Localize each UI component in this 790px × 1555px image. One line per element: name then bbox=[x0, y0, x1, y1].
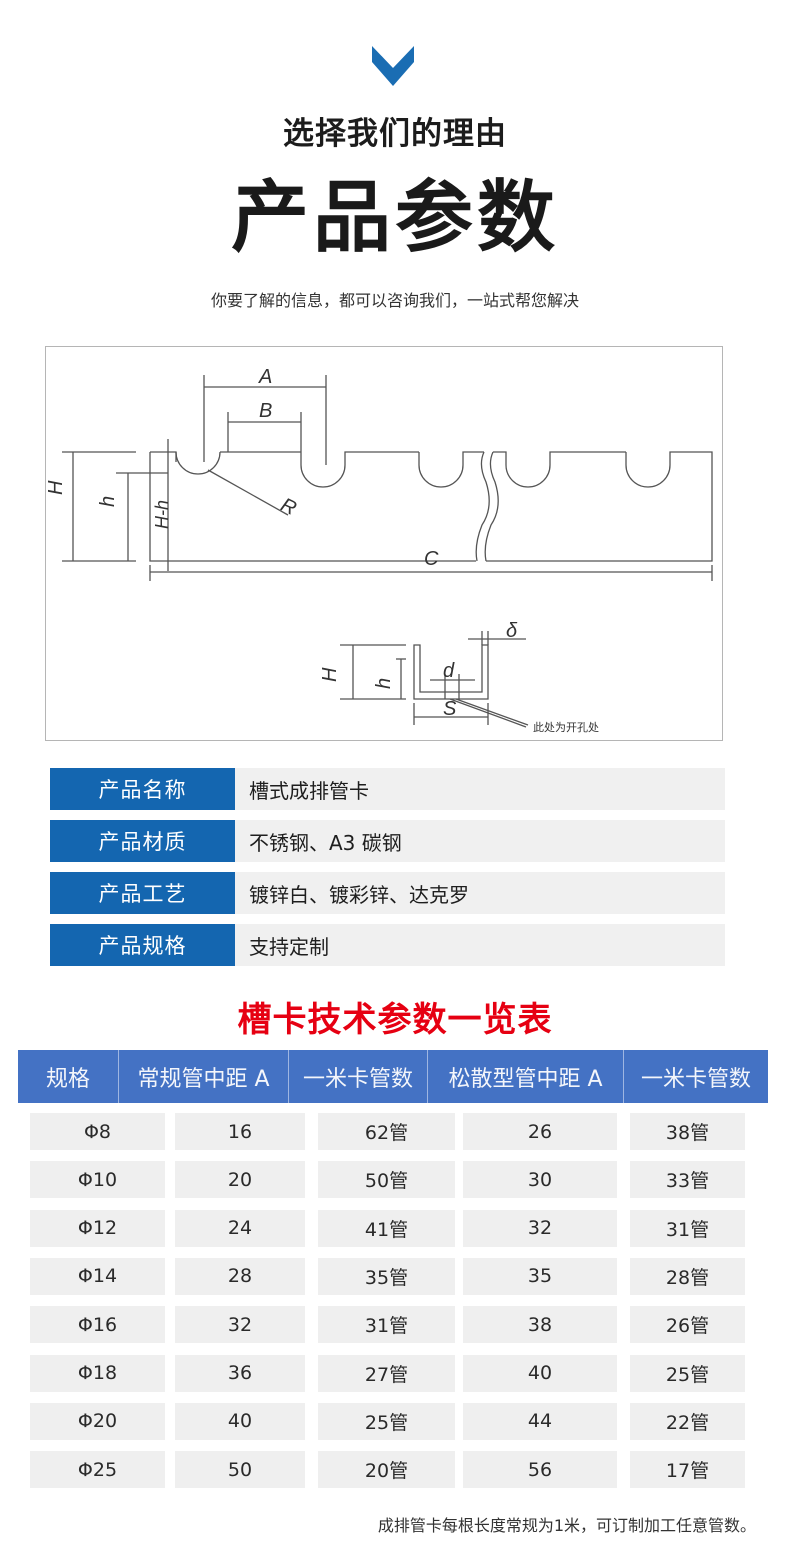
cell-loose-count: 22管 bbox=[630, 1402, 745, 1440]
column-header-spec: 规格 bbox=[18, 1050, 119, 1103]
table-header: 规格 常规管中距 A 一米卡管数 松散型管中距 A 一米卡管数 bbox=[18, 1050, 768, 1103]
table-title: 槽卡技术参数一览表 bbox=[237, 1000, 553, 1040]
cell-regular-count: 50管 bbox=[318, 1161, 455, 1199]
cell-loose-spacing: 35 bbox=[463, 1257, 617, 1295]
label-B: B bbox=[259, 400, 272, 422]
cell-loose-count: 28管 bbox=[630, 1257, 745, 1295]
label-d: d bbox=[443, 660, 455, 682]
label-section-H: H bbox=[319, 667, 341, 682]
column-header-loose-count: 一米卡管数 bbox=[640, 1066, 751, 1092]
cell-regular-spacing: 28 bbox=[175, 1257, 305, 1295]
label-R: R bbox=[277, 494, 299, 520]
cell-spec: Φ18 bbox=[30, 1354, 165, 1392]
cell-regular-spacing: 32 bbox=[175, 1306, 305, 1344]
label-H-minus-h: H-h bbox=[152, 500, 172, 529]
hole-note: 此处为开孔处 bbox=[533, 721, 599, 734]
cell-regular-count: 31管 bbox=[318, 1306, 455, 1344]
cell-spec: Φ16 bbox=[30, 1306, 165, 1344]
label-C: C bbox=[424, 548, 439, 570]
cell-loose-count: 33管 bbox=[630, 1161, 745, 1199]
spec-value: 支持定制 bbox=[235, 924, 725, 966]
cell-loose-count: 26管 bbox=[630, 1306, 745, 1344]
column-header-regular-spacing: 常规管中距 A bbox=[119, 1050, 289, 1103]
cell-loose-count: 25管 bbox=[630, 1354, 745, 1392]
cell-regular-spacing: 24 bbox=[175, 1209, 305, 1247]
spec-value: 镀锌白、镀彩锌、达克罗 bbox=[235, 872, 725, 914]
cell-loose-spacing: 30 bbox=[463, 1161, 617, 1199]
spec-label: 产品材质 bbox=[50, 820, 235, 862]
label-h: h bbox=[97, 496, 119, 507]
cell-regular-count: 25管 bbox=[318, 1402, 455, 1440]
drawing-svg: A B R C H h H-h H h d δ S 此处为开孔处 bbox=[45, 366, 713, 734]
spec-value: 槽式成排管卡 bbox=[235, 768, 725, 810]
cell-spec: Φ20 bbox=[30, 1402, 165, 1440]
spec-row-size: 产品规格 支持定制 bbox=[50, 924, 725, 966]
section-kicker: 选择我们的理由 bbox=[283, 116, 507, 152]
spec-row-process: 产品工艺 镀锌白、镀彩锌、达克罗 bbox=[50, 872, 725, 914]
label-H: H bbox=[46, 480, 67, 495]
technical-drawing: A B R C H h H-h H h d δ S 此处为开孔处 bbox=[45, 346, 723, 741]
column-header-regular-count: 一米卡管数 bbox=[289, 1050, 428, 1103]
cell-loose-count: 17管 bbox=[630, 1451, 745, 1489]
cell-loose-spacing: 26 bbox=[463, 1113, 617, 1150]
cell-loose-spacing: 44 bbox=[463, 1402, 617, 1440]
spec-label: 产品工艺 bbox=[50, 872, 235, 914]
page-subtitle: 你要了解的信息，都可以咨询我们，一站式帮您解决 bbox=[210, 291, 579, 310]
cell-loose-spacing: 32 bbox=[463, 1209, 617, 1247]
cell-loose-spacing: 56 bbox=[463, 1451, 617, 1489]
cell-spec: Φ10 bbox=[30, 1161, 165, 1199]
cell-regular-spacing: 36 bbox=[175, 1354, 305, 1392]
cell-loose-spacing: 38 bbox=[463, 1306, 617, 1344]
spec-row-name: 产品名称 槽式成排管卡 bbox=[50, 768, 725, 810]
cell-spec: Φ12 bbox=[30, 1209, 165, 1247]
page-title: 产品参数 bbox=[230, 173, 559, 263]
cell-loose-count: 31管 bbox=[630, 1209, 745, 1247]
column-header-loose-spacing: 松散型管中距 A bbox=[428, 1050, 624, 1103]
spec-value: 不锈钢、A3 碳钢 bbox=[235, 820, 725, 862]
cell-spec: Φ14 bbox=[30, 1257, 165, 1295]
spec-label: 产品规格 bbox=[50, 924, 235, 966]
cell-loose-spacing: 40 bbox=[463, 1354, 617, 1392]
cell-regular-count: 35管 bbox=[318, 1257, 455, 1295]
cell-regular-spacing: 50 bbox=[175, 1451, 305, 1489]
cell-regular-count: 20管 bbox=[318, 1451, 455, 1489]
chevron-down-icon bbox=[372, 46, 414, 88]
label-delta: δ bbox=[506, 620, 518, 642]
cell-regular-spacing: 40 bbox=[175, 1402, 305, 1440]
table-footnote: 成排管卡每根长度常规为1米，可订制加工任意管数。 bbox=[377, 1516, 756, 1535]
label-section-h: h bbox=[373, 678, 395, 689]
cell-regular-count: 41管 bbox=[318, 1209, 455, 1247]
spec-row-material: 产品材质 不锈钢、A3 碳钢 bbox=[50, 820, 725, 862]
cell-spec: Φ25 bbox=[30, 1451, 165, 1489]
cell-regular-count: 62管 bbox=[318, 1113, 455, 1150]
label-S: S bbox=[443, 698, 457, 720]
label-A: A bbox=[258, 366, 272, 388]
spec-label: 产品名称 bbox=[50, 768, 235, 810]
cell-regular-spacing: 20 bbox=[175, 1161, 305, 1199]
cell-loose-count: 38管 bbox=[630, 1113, 745, 1150]
cell-spec: Φ8 bbox=[30, 1113, 165, 1150]
cell-regular-spacing: 16 bbox=[175, 1113, 305, 1150]
cell-regular-count: 27管 bbox=[318, 1354, 455, 1392]
